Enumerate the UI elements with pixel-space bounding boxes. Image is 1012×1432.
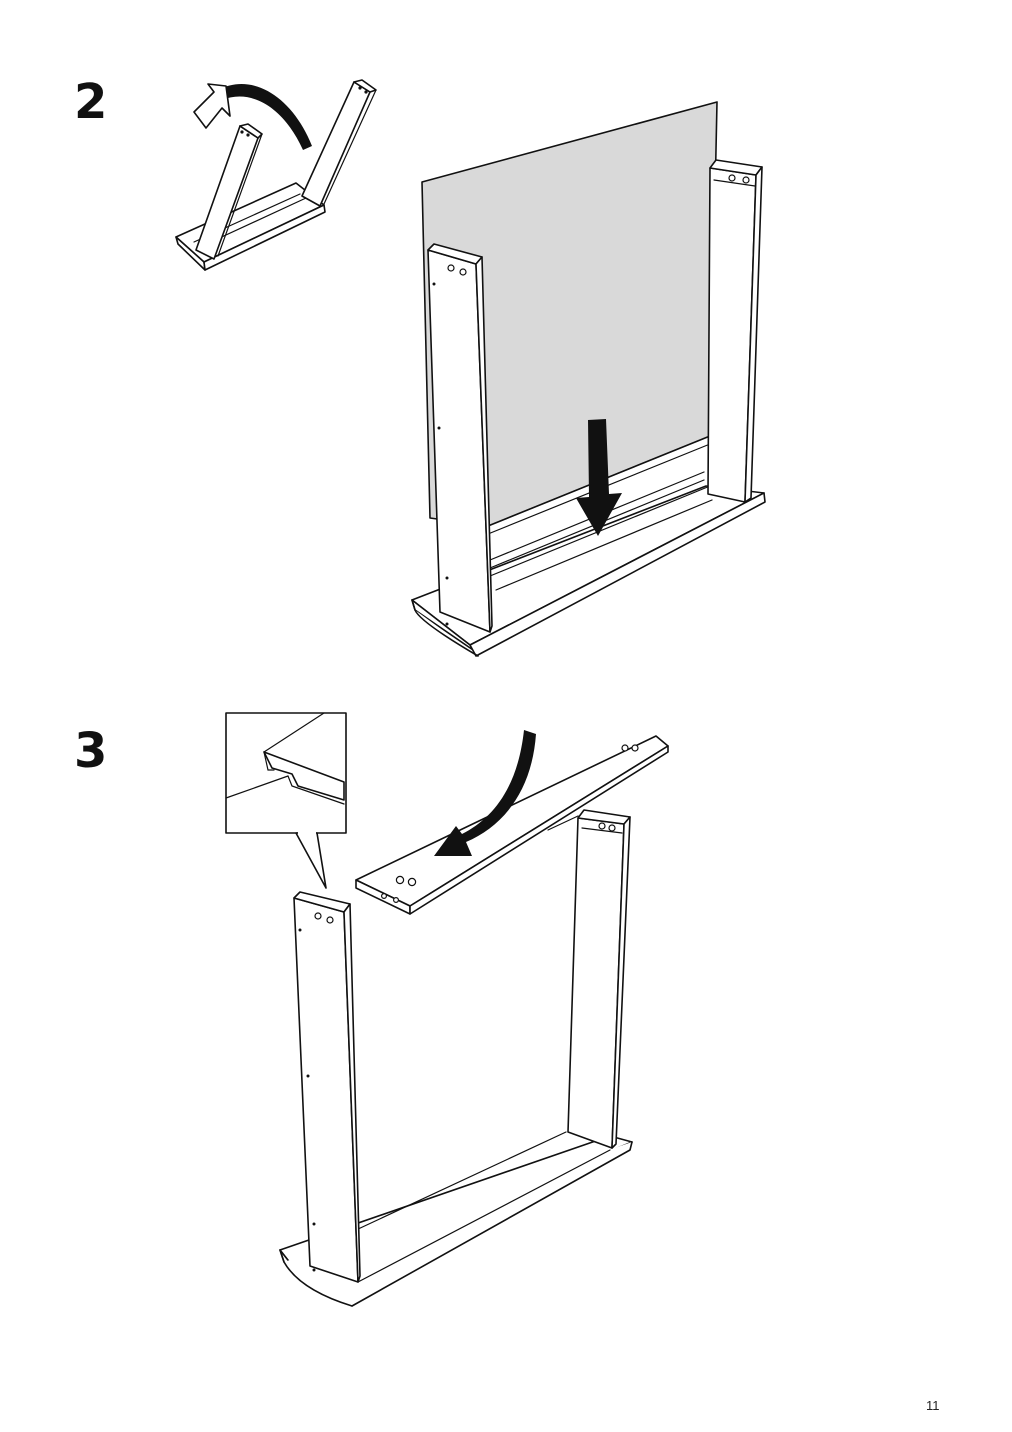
- panel-insertion-illustration: [411, 101, 766, 657]
- step-3-number: 3: [74, 723, 108, 779]
- curved-down-arrow-icon: [434, 730, 536, 856]
- step-2-number: 2: [74, 74, 108, 130]
- flip-frame-illustration: [175, 79, 377, 271]
- page-number: 11: [926, 1398, 940, 1413]
- top-rail-assembly-illustration: [225, 712, 669, 1307]
- rotate-arrow-icon: [218, 84, 312, 150]
- down-arrow-icon: [576, 419, 622, 536]
